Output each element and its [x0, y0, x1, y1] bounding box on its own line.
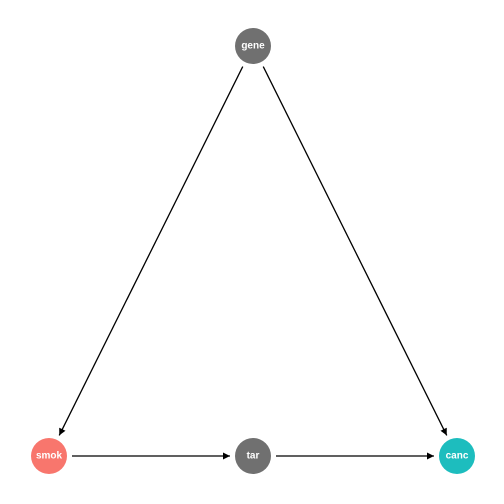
node-canc-circle: [439, 438, 475, 474]
node-canc-label: canc: [446, 451, 469, 462]
node-tar-label: tar: [247, 451, 260, 462]
nodes-layer: gene smok tar canc: [31, 28, 475, 474]
node-gene: gene: [235, 28, 271, 64]
node-smok-label: smok: [36, 451, 63, 462]
edges-layer: [58, 66, 448, 460]
node-gene-circle: [235, 28, 271, 64]
node-tar-circle: [235, 438, 271, 474]
edge-gene-to-smok: [58, 66, 244, 436]
node-smok-circle: [31, 438, 67, 474]
node-smok: smok: [31, 438, 67, 474]
edge-gene-to-canc: [262, 66, 448, 436]
node-canc: canc: [439, 438, 475, 474]
node-tar: tar: [235, 438, 271, 474]
node-gene-label: gene: [241, 41, 265, 52]
